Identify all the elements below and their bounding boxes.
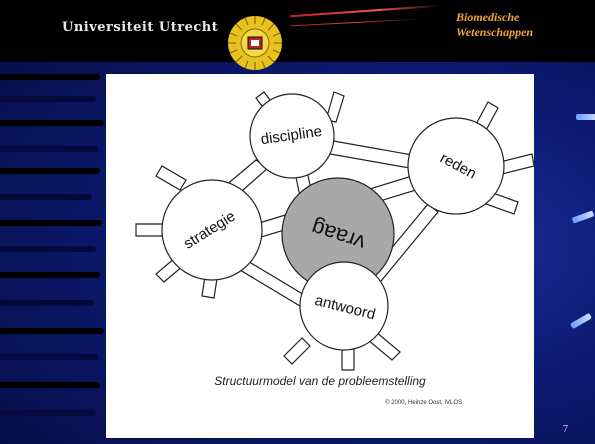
decorative-right-mark	[571, 210, 595, 224]
spoke	[499, 153, 535, 175]
problem-structure-diagram: discipline reden strategie vraag antwoor…	[135, 91, 535, 371]
diagram-credit: © 2000, Heinze Oost, IVLOS	[385, 400, 462, 406]
department-name: Biomedische Wetenschappen	[456, 10, 533, 40]
spoke	[155, 165, 187, 191]
university-seal-icon	[228, 16, 282, 70]
header-bar	[0, 0, 595, 62]
node-strategie-circle	[161, 179, 263, 281]
spoke	[283, 337, 311, 365]
decorative-right-mark	[576, 114, 595, 120]
spoke	[325, 91, 345, 123]
node-discipline-circle	[249, 93, 335, 179]
department-line-1: Biomedische	[456, 10, 520, 24]
diagram-panel: discipline reden strategie vraag antwoor…	[106, 74, 535, 438]
decorative-right-mark	[569, 312, 593, 330]
node-antwoord-circle	[299, 261, 389, 351]
university-name: Universiteit Utrecht	[62, 20, 219, 35]
decorative-left-bars	[0, 70, 110, 444]
node-reden-circle	[407, 117, 505, 215]
department-line-2: Wetenschappen	[456, 25, 534, 39]
diagram-caption: Structuurmodel van de probleemstelling	[214, 374, 426, 388]
page-number: 7	[563, 424, 568, 435]
